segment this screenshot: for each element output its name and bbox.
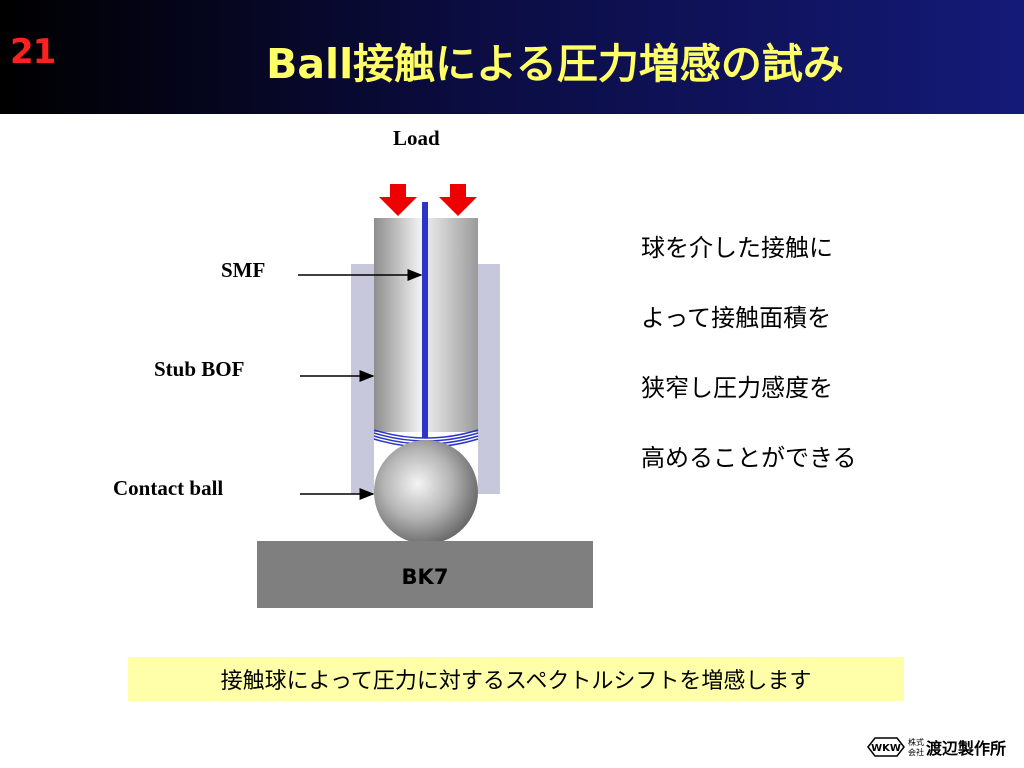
company-logo: WKW 株式 会社 渡辺製作所 [866, 735, 1006, 759]
summary-box: 接触球によって圧力に対するスペクトルシフトを増感します [128, 657, 904, 701]
fiber-core [422, 202, 428, 438]
slide-number: 21 [10, 32, 56, 72]
load-label: Load [393, 126, 440, 150]
contact-ball-label: Contact ball [113, 476, 224, 500]
bk7-label: BK7 [401, 565, 449, 589]
slide-title: Ball接触による圧力増感の試み [266, 40, 844, 88]
explanation-line: 球を介した接触に [641, 234, 833, 262]
title-bar: 21 Ball接触による圧力増感の試み [0, 0, 1024, 114]
explanation-line: 狭窄し圧力感度を [641, 374, 833, 402]
stub-bof-label: Stub BOF [154, 357, 245, 381]
explanation-text: 球を介した接触に よって接触面積を 狭窄し圧力感度を 高めることができる [641, 226, 857, 506]
logo-kaisha: 会社 [908, 747, 924, 757]
sleeve-right [478, 264, 500, 494]
bk7-substrate [257, 541, 593, 608]
smf-label: SMF [221, 258, 266, 282]
sleeve-left [351, 264, 374, 494]
summary-text: 接触球によって圧力に対するスペクトルシフトを増感します [220, 669, 812, 694]
logo-mark-text: WKW [871, 743, 901, 754]
load-arrow-left [379, 184, 417, 216]
logo-company-name: 渡辺製作所 [926, 739, 1007, 758]
logo-corp-type: 株式 会社 [908, 737, 924, 757]
wkw-logo-mark: WKW [867, 737, 905, 757]
explanation-line: よって接触面積を [641, 304, 832, 332]
load-arrow-right [439, 184, 477, 216]
contact-ball [374, 440, 478, 544]
logo-kabushiki: 株式 [908, 737, 924, 747]
explanation-line: 高めることができる [641, 444, 857, 472]
